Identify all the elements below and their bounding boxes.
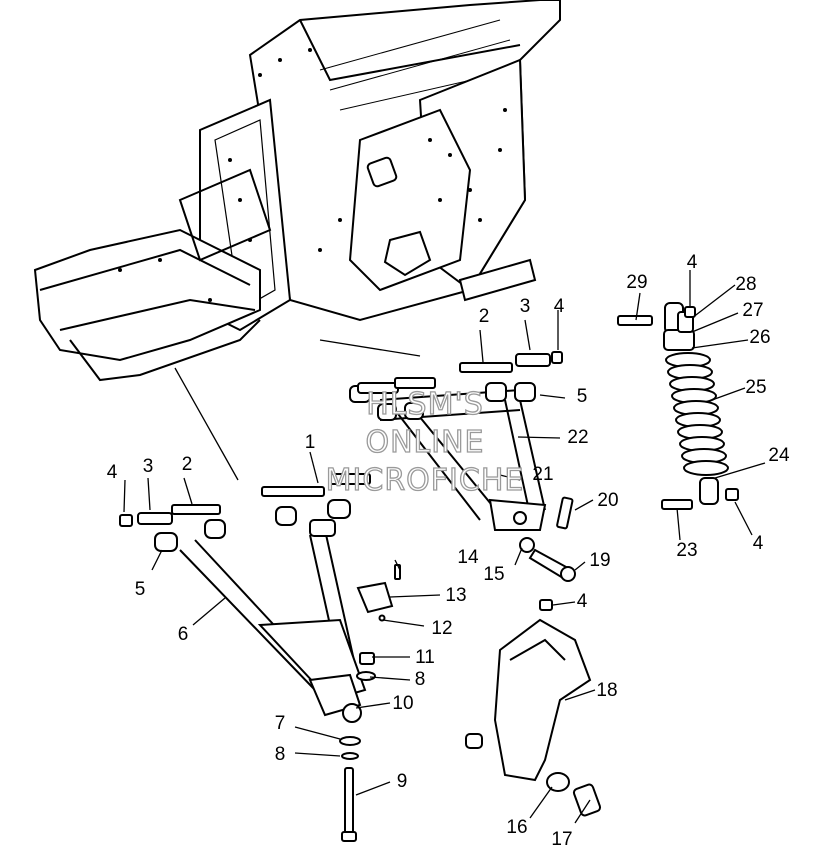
callout-9: 9 <box>397 771 408 792</box>
callout-18: 18 <box>596 680 617 701</box>
spindle <box>465 618 602 817</box>
callout-2-lower: 2 <box>182 454 193 475</box>
callout-26: 26 <box>749 327 770 348</box>
callout-23: 23 <box>676 540 697 561</box>
leader-lines <box>123 270 766 824</box>
callout-4-mid: 4 <box>577 591 588 612</box>
lower-a-arm <box>119 473 401 842</box>
callout-11: 11 <box>415 647 435 668</box>
callout-28: 28 <box>735 274 756 295</box>
callout-3-upper: 3 <box>520 296 531 317</box>
callout-19: 19 <box>589 550 610 571</box>
callout-25: 25 <box>745 377 766 398</box>
callout-6: 6 <box>178 624 189 645</box>
upper-a-arm <box>349 351 576 611</box>
callout-15: 15 <box>483 564 504 585</box>
chassis-frame <box>33 0 561 382</box>
callouts: 1 2 3 4 5 4 3 2 5 6 7 8 9 10 8 11 12 13 … <box>107 252 790 850</box>
callout-12: 12 <box>431 618 452 639</box>
watermark-line-3: MICROFICHE <box>326 463 525 498</box>
callout-4-lower-left: 4 <box>107 462 118 483</box>
callout-22: 22 <box>567 427 588 448</box>
callout-24: 24 <box>768 445 790 466</box>
callout-4-upper: 4 <box>554 296 565 317</box>
callout-3-lower: 3 <box>143 456 154 477</box>
callout-2-upper: 2 <box>479 306 490 327</box>
callout-20: 20 <box>597 490 618 511</box>
callout-4-shock-bottom: 4 <box>753 533 764 554</box>
callout-7: 7 <box>275 713 286 734</box>
watermark: HLSM'S ONLINE MICROFICHE <box>325 386 525 498</box>
callout-14: 14 <box>457 547 479 568</box>
callout-1: 1 <box>305 432 316 453</box>
callout-27: 27 <box>742 300 763 321</box>
callout-17: 17 <box>551 829 572 850</box>
callout-29: 29 <box>626 272 647 293</box>
shock-absorber <box>617 302 739 510</box>
callout-4-shock-top: 4 <box>687 252 698 273</box>
callout-10: 10 <box>392 693 413 714</box>
callout-21: 21 <box>532 464 553 485</box>
callout-16: 16 <box>506 817 527 838</box>
watermark-line-2: ONLINE <box>365 425 484 460</box>
watermark-line-1: HLSM'S <box>366 387 484 422</box>
callout-8-upper: 8 <box>415 669 426 690</box>
callout-13: 13 <box>445 585 466 606</box>
callout-5-upper: 5 <box>577 386 588 407</box>
callout-8-lower: 8 <box>275 744 286 765</box>
callout-5-lower: 5 <box>135 579 146 600</box>
